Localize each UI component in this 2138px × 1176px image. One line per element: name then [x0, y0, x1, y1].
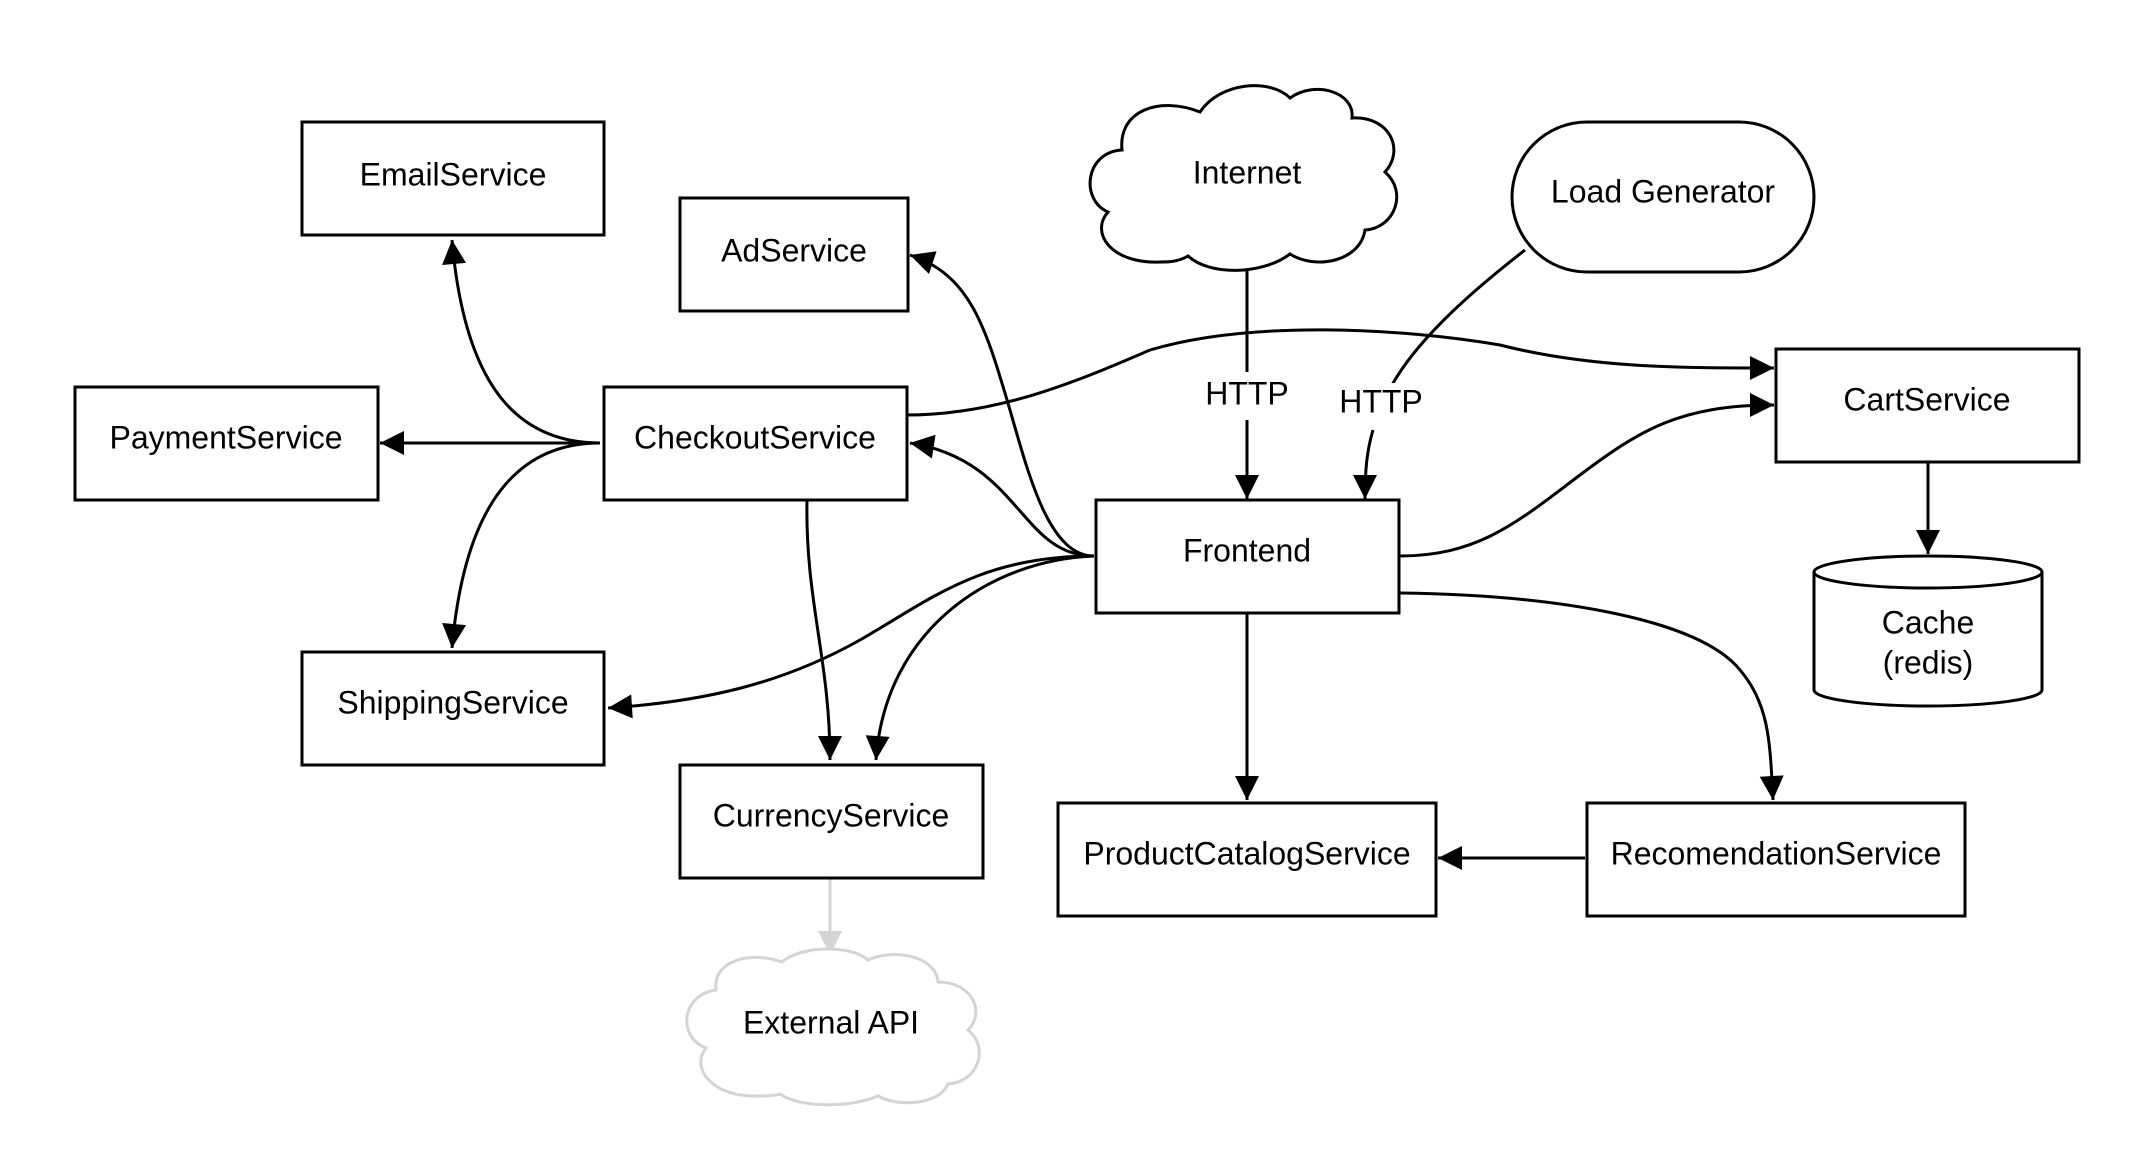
node-internet: Internet	[1088, 84, 1399, 272]
loadgen-http-label-bg	[1330, 383, 1432, 427]
shipping-service-box	[300, 650, 606, 767]
shipping-service-label: ShippingService	[337, 684, 568, 720]
product-catalog-service-box	[1056, 801, 1438, 918]
node-cache: Cache (redis)	[1812, 554, 2044, 708]
internet-http-label-bg	[1196, 374, 1298, 418]
external-api-label: External API	[743, 1004, 919, 1040]
cache-label-line1: Cache	[1882, 604, 1975, 640]
node-frontend: Frontend	[1094, 498, 1401, 615]
currency-service-label: CurrencyService	[713, 797, 950, 833]
edge-frontend-to-ad	[909, 251, 1095, 558]
edge-labels: HTTP HTTP	[1196, 374, 1432, 427]
internet-cloud	[1088, 84, 1399, 272]
edge-checkout-to-email	[442, 239, 601, 445]
edge-loadgen-to-frontend	[1390, 248, 1526, 386]
cache-cylinder-top	[1812, 554, 2044, 590]
node-currency-service: CurrencyService	[678, 763, 985, 880]
loadgen-http-label: HTTP	[1339, 383, 1423, 419]
cart-service-box	[1774, 347, 2081, 464]
edge-frontend-to-recommendation	[1399, 591, 1784, 801]
frontend-label: Frontend	[1183, 532, 1311, 568]
recommendation-service-box	[1585, 801, 1967, 918]
node-checkout-service: CheckoutService	[602, 385, 909, 502]
currency-service-box	[678, 763, 985, 880]
checkout-service-label: CheckoutService	[634, 419, 876, 455]
edge-frontend-to-checkout	[909, 434, 1095, 558]
edge-loadgen-to-frontend-head	[1353, 429, 1378, 500]
edge-checkout-to-shipping	[442, 441, 601, 649]
edge-checkout-to-cart	[905, 328, 1775, 417]
node-cart-service: CartService	[1774, 347, 2081, 464]
node-recommendation-service: RecomendationService	[1585, 801, 1967, 918]
edge-frontend-to-cart	[1399, 393, 1775, 558]
load-generator-label: Load Generator	[1551, 173, 1776, 209]
checkout-service-box	[602, 385, 909, 502]
edge-frontend-to-currency	[865, 554, 1095, 761]
ad-service-box	[678, 196, 910, 313]
email-service-label: EmailService	[360, 156, 547, 192]
payment-service-label: PaymentService	[110, 419, 343, 455]
cache-label-line2: (redis)	[1883, 644, 1974, 680]
payment-service-box	[73, 385, 380, 502]
ad-service-label: AdService	[721, 232, 867, 268]
node-external-api: External API	[685, 947, 981, 1107]
external-api-cloud	[685, 947, 981, 1107]
internet-http-label: HTTP	[1205, 375, 1289, 411]
recommendation-service-label: RecomendationService	[1611, 835, 1942, 871]
frontend-box	[1094, 498, 1401, 615]
edge-frontend-to-shipping	[607, 554, 1095, 719]
load-generator-shape	[1510, 120, 1816, 274]
node-shipping-service: ShippingService	[300, 650, 606, 767]
cart-service-label: CartService	[1843, 381, 2010, 417]
internet-label: Internet	[1193, 154, 1302, 190]
cache-cylinder-body	[1812, 572, 2044, 708]
node-payment-service: PaymentService	[73, 385, 380, 502]
node-ad-service: AdService	[678, 196, 910, 313]
node-load-generator: Load Generator	[1510, 120, 1816, 274]
email-service-box	[300, 120, 606, 237]
product-catalog-service-label: ProductCatalogService	[1083, 835, 1410, 871]
edge-checkout-to-currency	[805, 499, 842, 761]
node-product-catalog-service: ProductCatalogService	[1056, 801, 1438, 918]
node-email-service: EmailService	[300, 120, 606, 237]
edges	[380, 239, 1940, 955]
